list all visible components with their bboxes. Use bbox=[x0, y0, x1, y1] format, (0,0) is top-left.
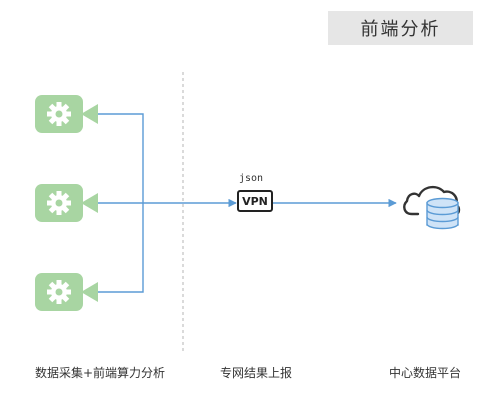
bottom-label-right: 中心数据平台 bbox=[389, 366, 462, 380]
vpn-label: VPN bbox=[242, 194, 268, 208]
camera-icon bbox=[35, 273, 98, 311]
vpn-box: VPN bbox=[237, 190, 273, 212]
camera-connectors bbox=[97, 113, 397, 293]
page-title: 前端分析 bbox=[328, 11, 473, 45]
database-icon bbox=[426, 197, 459, 230]
camera-icon bbox=[35, 95, 98, 133]
bottom-label-left: 数据采集+前端算力分析 bbox=[35, 366, 166, 380]
connector-label: json bbox=[239, 173, 264, 184]
camera-icon bbox=[35, 184, 98, 222]
gear-icon bbox=[47, 280, 71, 304]
gear-icon bbox=[47, 102, 71, 126]
bottom-label-middle: 专网结果上报 bbox=[220, 366, 293, 380]
gear-icon bbox=[47, 191, 71, 215]
